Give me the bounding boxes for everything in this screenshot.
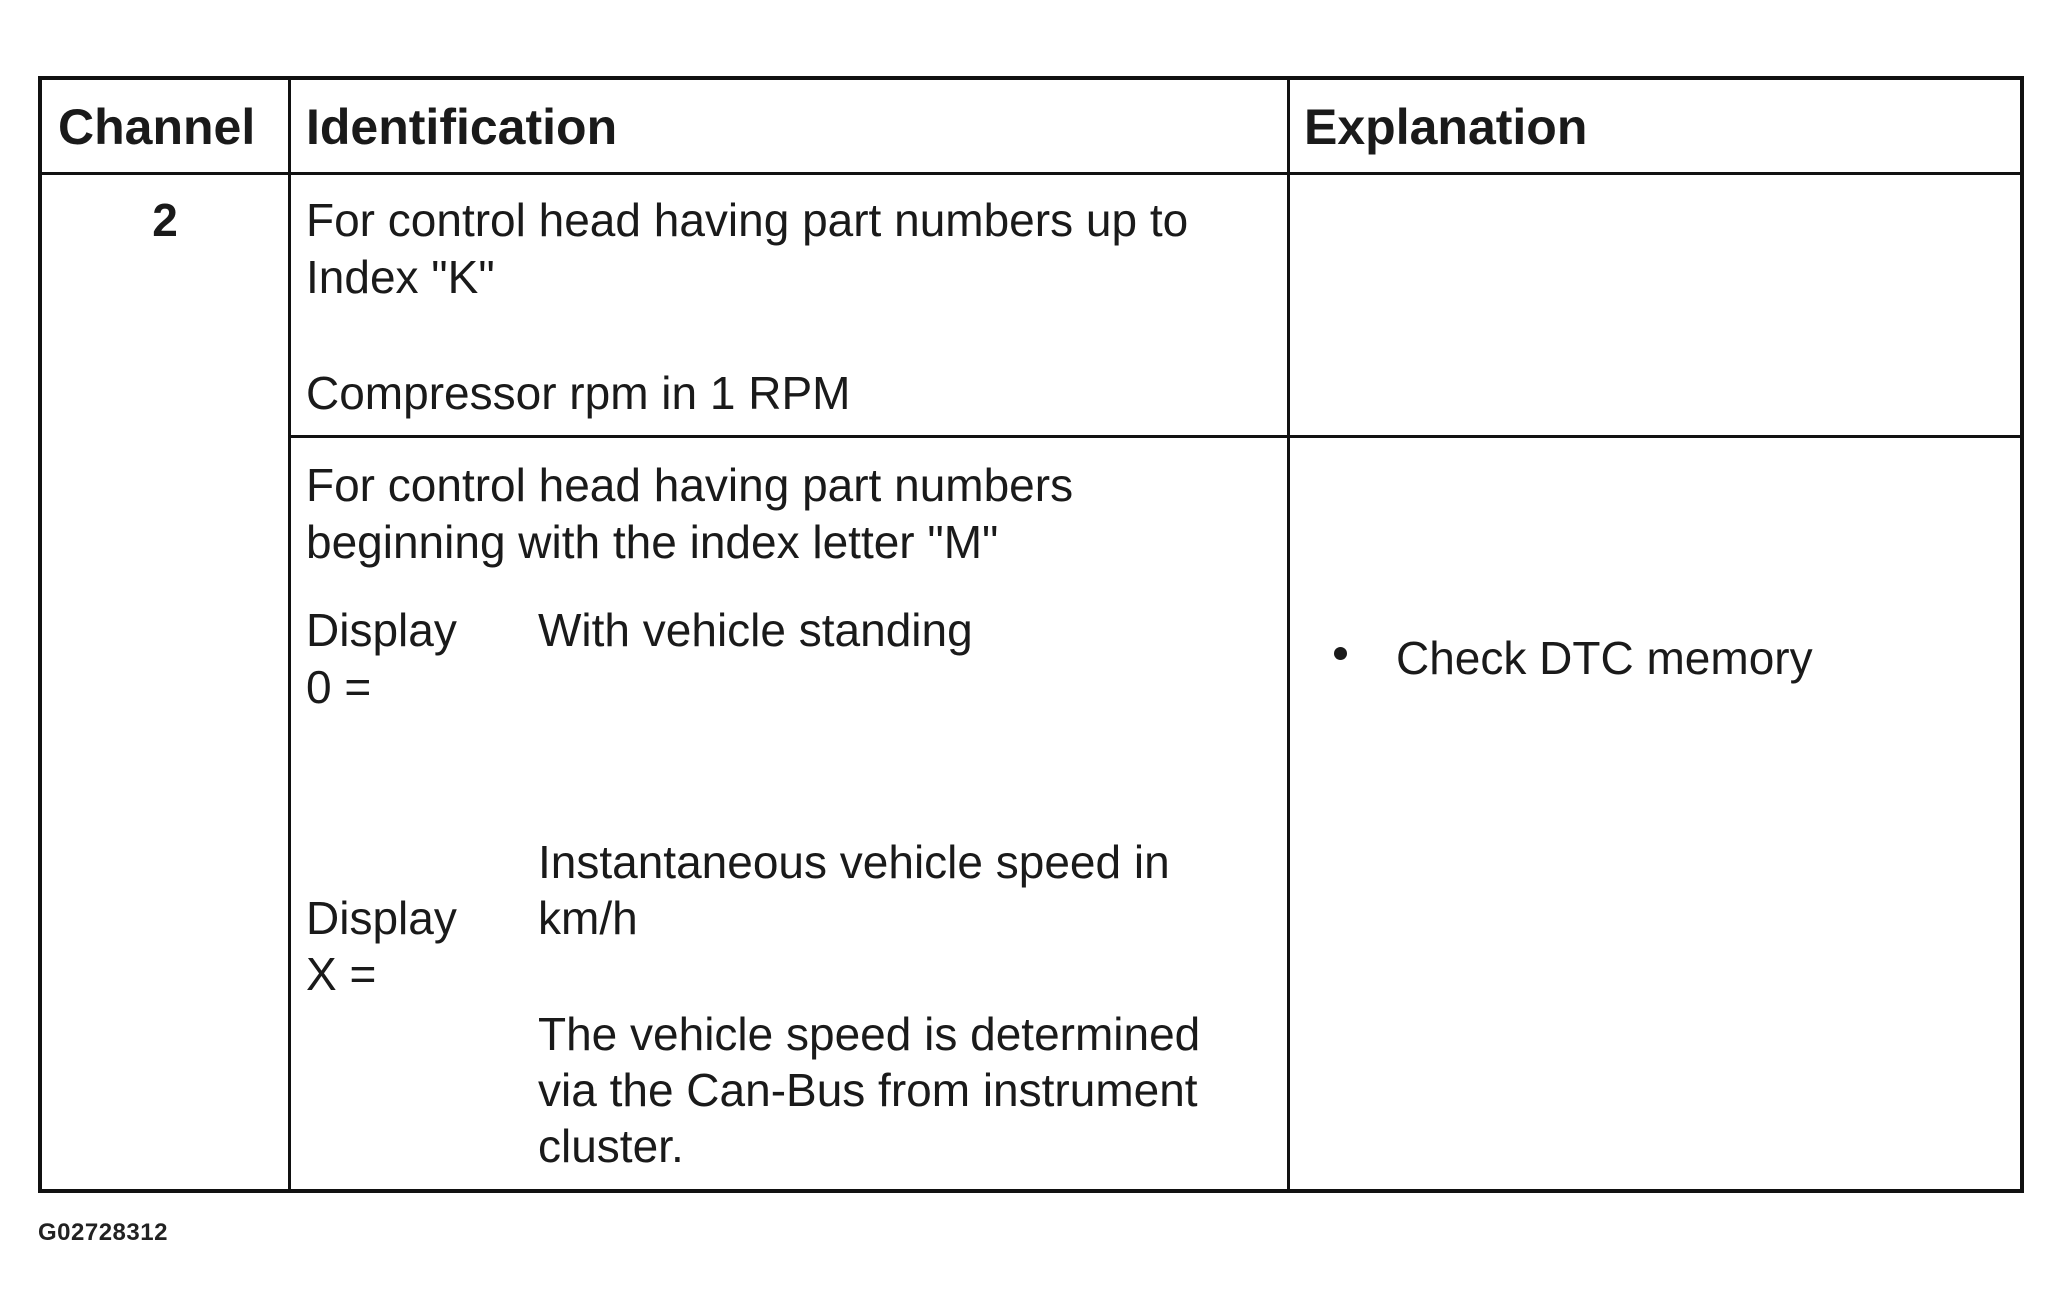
display-x-note-line2: via the Can-Bus from instrument	[538, 1064, 1198, 1116]
row2-identification-line2: beginning with the index letter "M"	[306, 516, 999, 568]
display-0-text: With vehicle standing	[538, 604, 973, 656]
row1-identification-line3: Compressor rpm in 1 RPM	[306, 367, 851, 419]
header-channel: Channel	[58, 99, 256, 155]
header-identification: Identification	[306, 99, 618, 155]
display-0-label-line2: 0 =	[306, 661, 372, 713]
header-divider	[42, 172, 2020, 175]
row2-identification-line1: For control head having part numbers	[306, 459, 1074, 511]
display-x-text-line1: Instantaneous vehicle speed in	[538, 836, 1170, 888]
display-0-label-line1: Display	[306, 604, 457, 656]
display-x-label-line1: Display	[306, 892, 457, 944]
display-x-label-line2: X =	[306, 948, 377, 1000]
column-divider-channel	[288, 80, 291, 1189]
explanation-bullet-text: Check DTC memory	[1396, 632, 1813, 684]
display-x-note-line1: The vehicle speed is determined	[538, 1008, 1201, 1060]
header-explanation: Explanation	[1304, 99, 1588, 155]
bullet-icon	[1334, 647, 1347, 660]
diagnostic-table: Channel Identification Explanation 2 For…	[38, 76, 2024, 1193]
figure-code: G02728312	[38, 1219, 168, 1246]
row1-identification-line2: Index "K"	[306, 251, 495, 303]
row1-identification-line1: For control head having part numbers up …	[306, 194, 1189, 246]
channel-value: 2	[152, 194, 178, 246]
row-divider	[288, 435, 2020, 438]
column-divider-identification	[1287, 80, 1290, 1189]
display-x-text-line2: km/h	[538, 892, 638, 944]
display-x-note-line3: cluster.	[538, 1120, 684, 1172]
